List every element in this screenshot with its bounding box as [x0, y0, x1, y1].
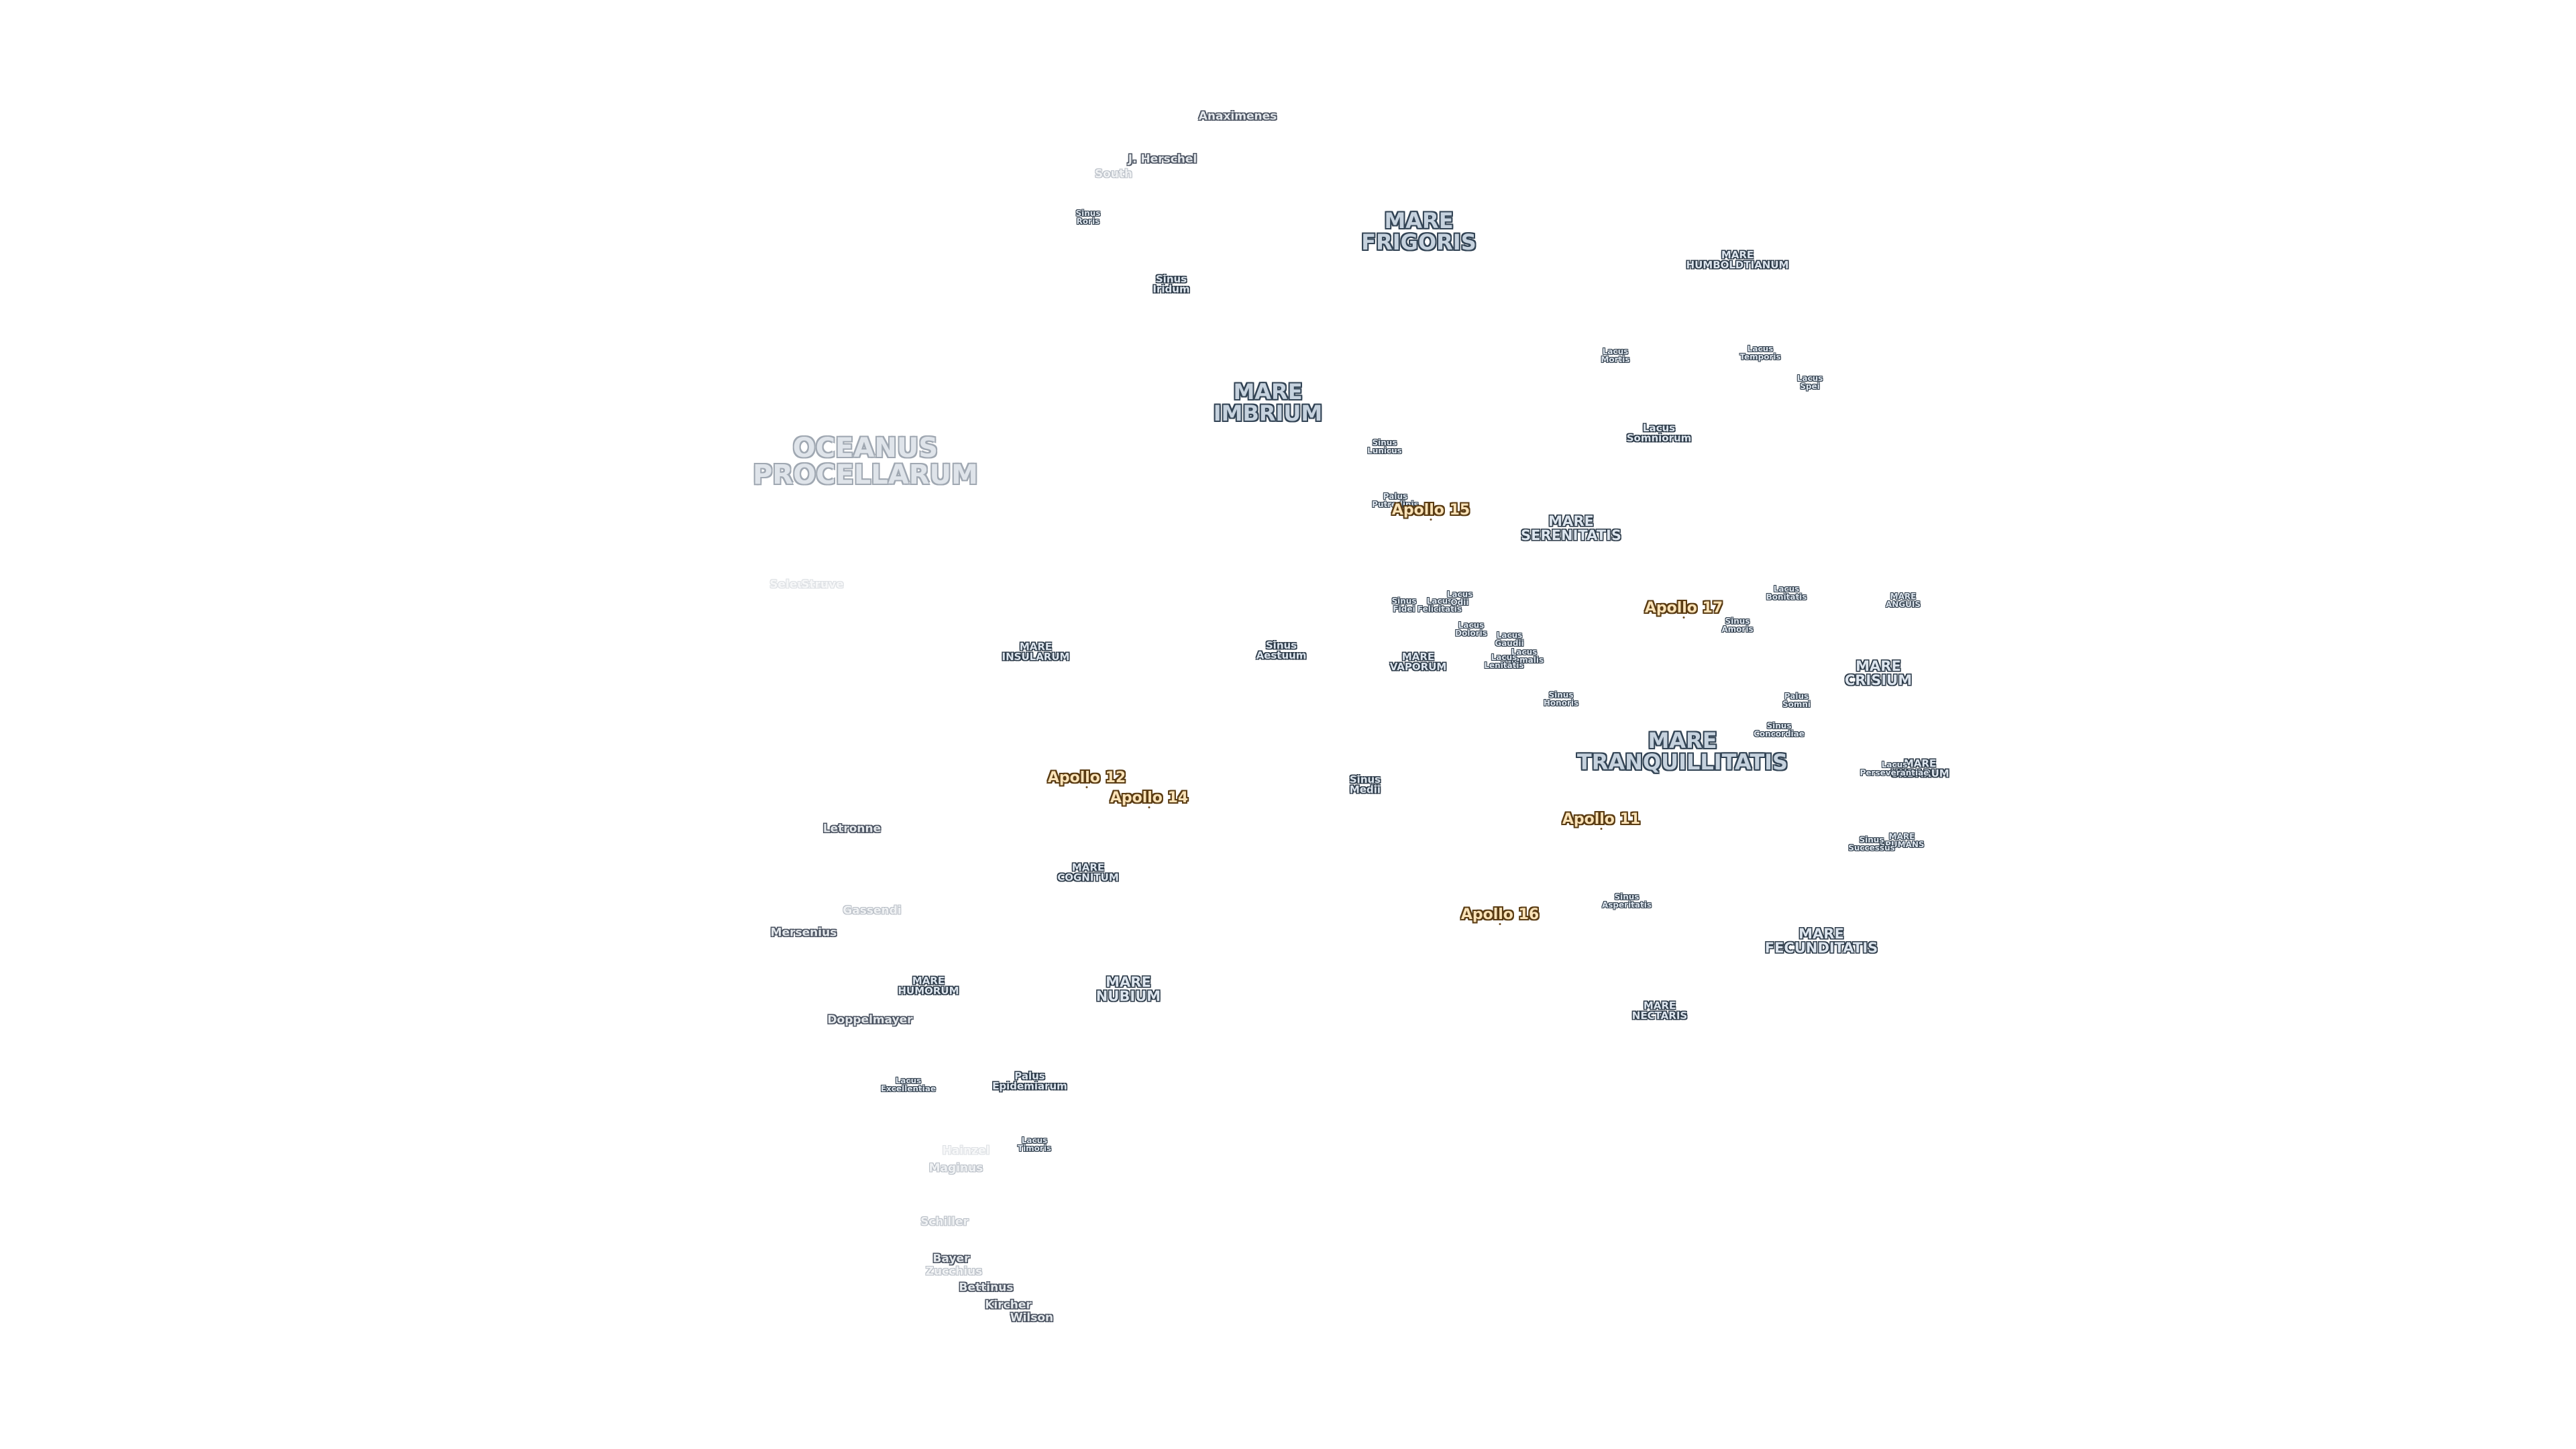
map-label-lacus-odii: Lacus Odii: [1446, 590, 1473, 607]
apollo-site-marker[interactable]: [1682, 616, 1685, 619]
map-label-mare-frigoris: MARE FRIGORIS: [1361, 208, 1477, 255]
map-label-mare-nectaris: MARE NECTARIS: [1631, 1000, 1688, 1022]
map-label-palus-putredinis: Palus Putredinis: [1372, 492, 1419, 509]
map-label-mare-imbrium: MARE IMBRIUM: [1213, 379, 1323, 426]
map-label-bettinus: Bettinus: [959, 1281, 1014, 1295]
apollo-site-label-apollo-16[interactable]: Apollo 16: [1460, 906, 1540, 923]
map-label-sinus-successus: Sinus Successus: [1848, 835, 1895, 853]
apollo-site-marker[interactable]: [1499, 923, 1501, 925]
map-label-lacus-timoris: Lacus Timoris: [1017, 1136, 1052, 1153]
map-label-lacus-mortis: Lacus Mortis: [1601, 347, 1630, 364]
map-label-j-herschel: J. Herschel: [1128, 152, 1197, 166]
map-label-hainzel: Hainzel: [942, 1144, 990, 1158]
map-label-lacus-felicitatis: Lacus Felicitatis: [1417, 596, 1462, 614]
map-label-sinus-amoris: Sinus Amoris: [1721, 616, 1754, 634]
map-label-letronne: Letronne: [822, 822, 881, 836]
map-label-wilson: Wilson: [1010, 1311, 1054, 1325]
apollo-site-label-apollo-11[interactable]: Apollo 11: [1562, 811, 1641, 828]
map-label-mare-spumans: MARE SPUMANS: [1879, 832, 1925, 849]
map-label-mare-crisium: MARE CRISIUM: [1844, 658, 1913, 688]
map-label-palus-epidemiarum: Palus Epidemiarum: [992, 1070, 1067, 1092]
apollo-site-label-apollo-15[interactable]: Apollo 15: [1391, 502, 1470, 519]
apollo-site-marker[interactable]: [1430, 519, 1432, 521]
map-label-sinus-aestuum: Sinus Aestuum: [1256, 639, 1307, 661]
map-label-sinus-concordiae: Sinus Concordiae: [1754, 721, 1805, 739]
map-label-lacus-perseverantiae: Lacus Perseverantiae: [1860, 760, 1929, 777]
map-label-mare-cognitum: MARE COGNITUM: [1057, 861, 1119, 883]
map-label-lacus-spei: Lacus Spei: [1796, 374, 1823, 391]
map-label-lacus-somniorum: Lacus Somniorum: [1626, 422, 1692, 444]
map-label-doppelmayer: Doppelmayer: [827, 1013, 913, 1027]
map-label-mare-serenitatis: MARE SERENITATIS: [1521, 513, 1621, 543]
map-label-sinus-asperitatis: Sinus Asperitatis: [1601, 892, 1652, 910]
map-label-lacus-doloris: Lacus Doloris: [1455, 621, 1487, 638]
map-label-mare-humorum: MARE HUMORUM: [898, 975, 959, 997]
map-label-struve: Struve: [801, 578, 844, 592]
map-label-palus-somni: Palus Somni: [1782, 692, 1811, 709]
apollo-site-label-apollo-14[interactable]: Apollo 14: [1110, 790, 1189, 806]
apollo-site-marker[interactable]: [1148, 806, 1150, 808]
map-label-kircher: Kircher: [985, 1298, 1032, 1312]
map-label-mersenius: Mersenius: [770, 926, 837, 940]
map-label-lacus-hiemalis: Lacus Hiemalis: [1504, 647, 1544, 665]
map-label-bayer: Bayer: [932, 1252, 970, 1266]
map-label-sinus-fidei: Sinus Fidei: [1391, 596, 1417, 614]
map-label-lacus-lenitatis: Lacus Lenitatis: [1484, 653, 1524, 670]
map-label-mare-insularum: MARE INSULARUM: [1002, 641, 1070, 663]
map-label-lacus-excellentiae: Lacus Excellentiae: [880, 1076, 936, 1093]
map-label-sinus-iridum: Sinus Iridum: [1152, 273, 1190, 295]
map-label-sinus-lunicus: Sinus Lunicus: [1367, 438, 1402, 455]
map-label-maginus: Maginus: [928, 1161, 983, 1175]
map-label-schiller: Schiller: [920, 1215, 969, 1229]
apollo-site-marker[interactable]: [1085, 786, 1088, 788]
map-label-mare-fecunditatis: MARE FECUNDITATIS: [1764, 926, 1878, 956]
map-label-mare-vaporum: MARE VAPORUM: [1389, 651, 1447, 673]
map-label-sinus-roris: Sinus Roris: [1075, 209, 1101, 226]
map-label-lacus-gaudii: Lacus Gaudii: [1495, 631, 1524, 648]
map-label-mare-humboldtianum: MARE HUMBOLDTIANUM: [1686, 249, 1789, 271]
map-label-lacus-bonitatis: Lacus Bonitatis: [1766, 584, 1807, 602]
map-label-mare-nubium: MARE NUBIUM: [1095, 974, 1161, 1004]
map-label-mare-undarum: MARE UNDARUM: [1890, 757, 1949, 780]
map-label-zucchius: Zucchius: [925, 1265, 983, 1279]
map-label-lacus-temporis: Lacus Temporis: [1739, 344, 1781, 362]
map-label-south: South: [1094, 167, 1133, 181]
apollo-site-marker[interactable]: [1600, 828, 1603, 830]
map-label-oceanus-procellarum: OCEANUS PROCELLARUM: [753, 433, 978, 490]
map-label-sinus-honoris: Sinus Honoris: [1543, 690, 1579, 708]
map-label-gassendi: Gassendi: [843, 904, 902, 918]
apollo-site-label-apollo-12[interactable]: Apollo 12: [1047, 769, 1126, 786]
map-label-mare-tranquillitatis: MARE TRANQUILLITATIS: [1576, 728, 1788, 775]
map-label-seleucus: Seleucus: [769, 578, 827, 592]
map-label-mare-anguis: MARE ANGUIS: [1885, 592, 1921, 609]
map-label-sinus-medii: Sinus Medii: [1349, 773, 1381, 796]
map-label-anaximenes: Anaximenes: [1198, 109, 1277, 123]
apollo-site-label-apollo-17[interactable]: Apollo 17: [1644, 600, 1723, 616]
